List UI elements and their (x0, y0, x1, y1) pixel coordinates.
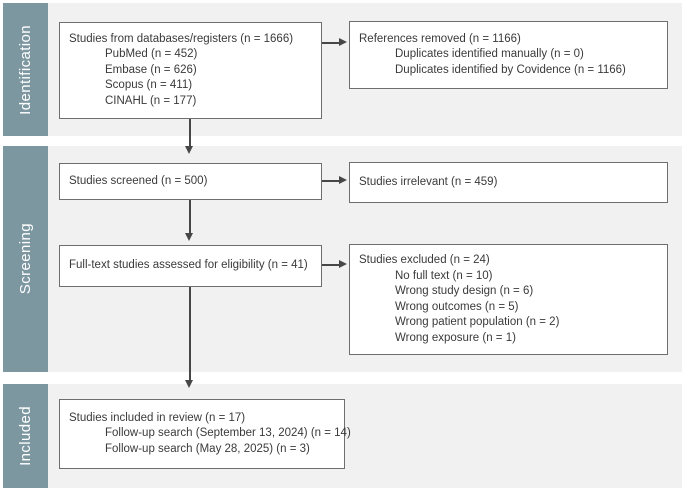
box-fulltext-title: Full-text studies assessed for eligibili… (69, 259, 308, 272)
box-included-title: Studies included in review (n = 17) (69, 411, 246, 424)
box-included: Studies included in review (n = 17) Foll… (59, 399, 351, 469)
arrow-fulltext-to-included-shaft (189, 287, 191, 381)
arrow-screened-to-fulltext-shaft (189, 200, 191, 234)
box-excluded-item-outcomes: Wrong outcomes (n = 5) (395, 300, 519, 313)
arrow-right-icon (339, 38, 347, 46)
box-excluded-item-population: Wrong patient population (n = 2) (395, 316, 560, 328)
box-databases: Studies from databases/registers (n = 16… (59, 22, 322, 119)
box-references-removed-item-manual: Duplicates identified manually (n = 0) (395, 48, 584, 61)
box-screened-title: Studies screened (n = 500) (69, 174, 208, 187)
box-references-removed-item-covidence: Duplicates identified by Covidence (n = … (395, 63, 626, 76)
box-references-removed: References removed (n = 1166) Duplicates… (349, 21, 668, 89)
box-screened: Studies screened (n = 500) (59, 163, 322, 200)
stage-sidebar-identification: Identification (3, 3, 48, 136)
arrow-right-icon (339, 260, 347, 268)
arrow-down-icon (185, 146, 193, 154)
stage-sidebar-included: Included (3, 384, 48, 488)
stage-label-screening: Screening (17, 223, 34, 295)
box-excluded-item-no-fulltext: No full text (n = 10) (395, 269, 493, 282)
arrow-down-icon (185, 380, 193, 388)
stage-label-included: Included (17, 406, 34, 466)
stage-label-identification: Identification (17, 24, 34, 115)
arrow-right-icon (339, 176, 347, 184)
box-excluded: Studies excluded (n = 24) No full text (… (349, 244, 668, 355)
box-excluded-item-exposure: Wrong exposure (n = 1) (395, 331, 516, 344)
box-databases-item-embase: Embase (n = 626) (105, 63, 197, 76)
box-included-item-followup-2024: Follow-up search (September 13, 2024) (n… (105, 427, 351, 440)
box-excluded-title: Studies excluded (n = 24) (359, 254, 490, 266)
box-databases-title: Studies from databases/registers (n = 16… (69, 32, 294, 45)
box-irrelevant-title: Studies irrelevant (n = 459) (359, 175, 498, 188)
arrow-fulltext-to-excluded-shaft (322, 264, 340, 266)
box-databases-item-scopus: Scopus (n = 411) (105, 79, 193, 92)
box-fulltext: Full-text studies assessed for eligibili… (59, 245, 322, 287)
box-included-item-followup-2025: Follow-up search (May 28, 2025) (n = 3) (105, 442, 310, 455)
arrow-databases-to-screened-shaft (189, 119, 191, 147)
box-databases-item-cinahl: CINAHL (n = 177) (105, 94, 197, 107)
box-excluded-item-study-design: Wrong study design (n = 6) (395, 285, 534, 297)
stage-sidebar-screening: Screening (3, 146, 48, 372)
box-references-removed-title: References removed (n = 1166) (359, 32, 521, 45)
arrow-screened-to-irrelevant-shaft (322, 180, 340, 182)
arrow-databases-to-removed-shaft (322, 42, 340, 44)
box-databases-item-pubmed: PubMed (n = 452) (105, 48, 198, 61)
arrow-down-icon (185, 233, 193, 241)
box-irrelevant: Studies irrelevant (n = 459) (349, 162, 668, 203)
